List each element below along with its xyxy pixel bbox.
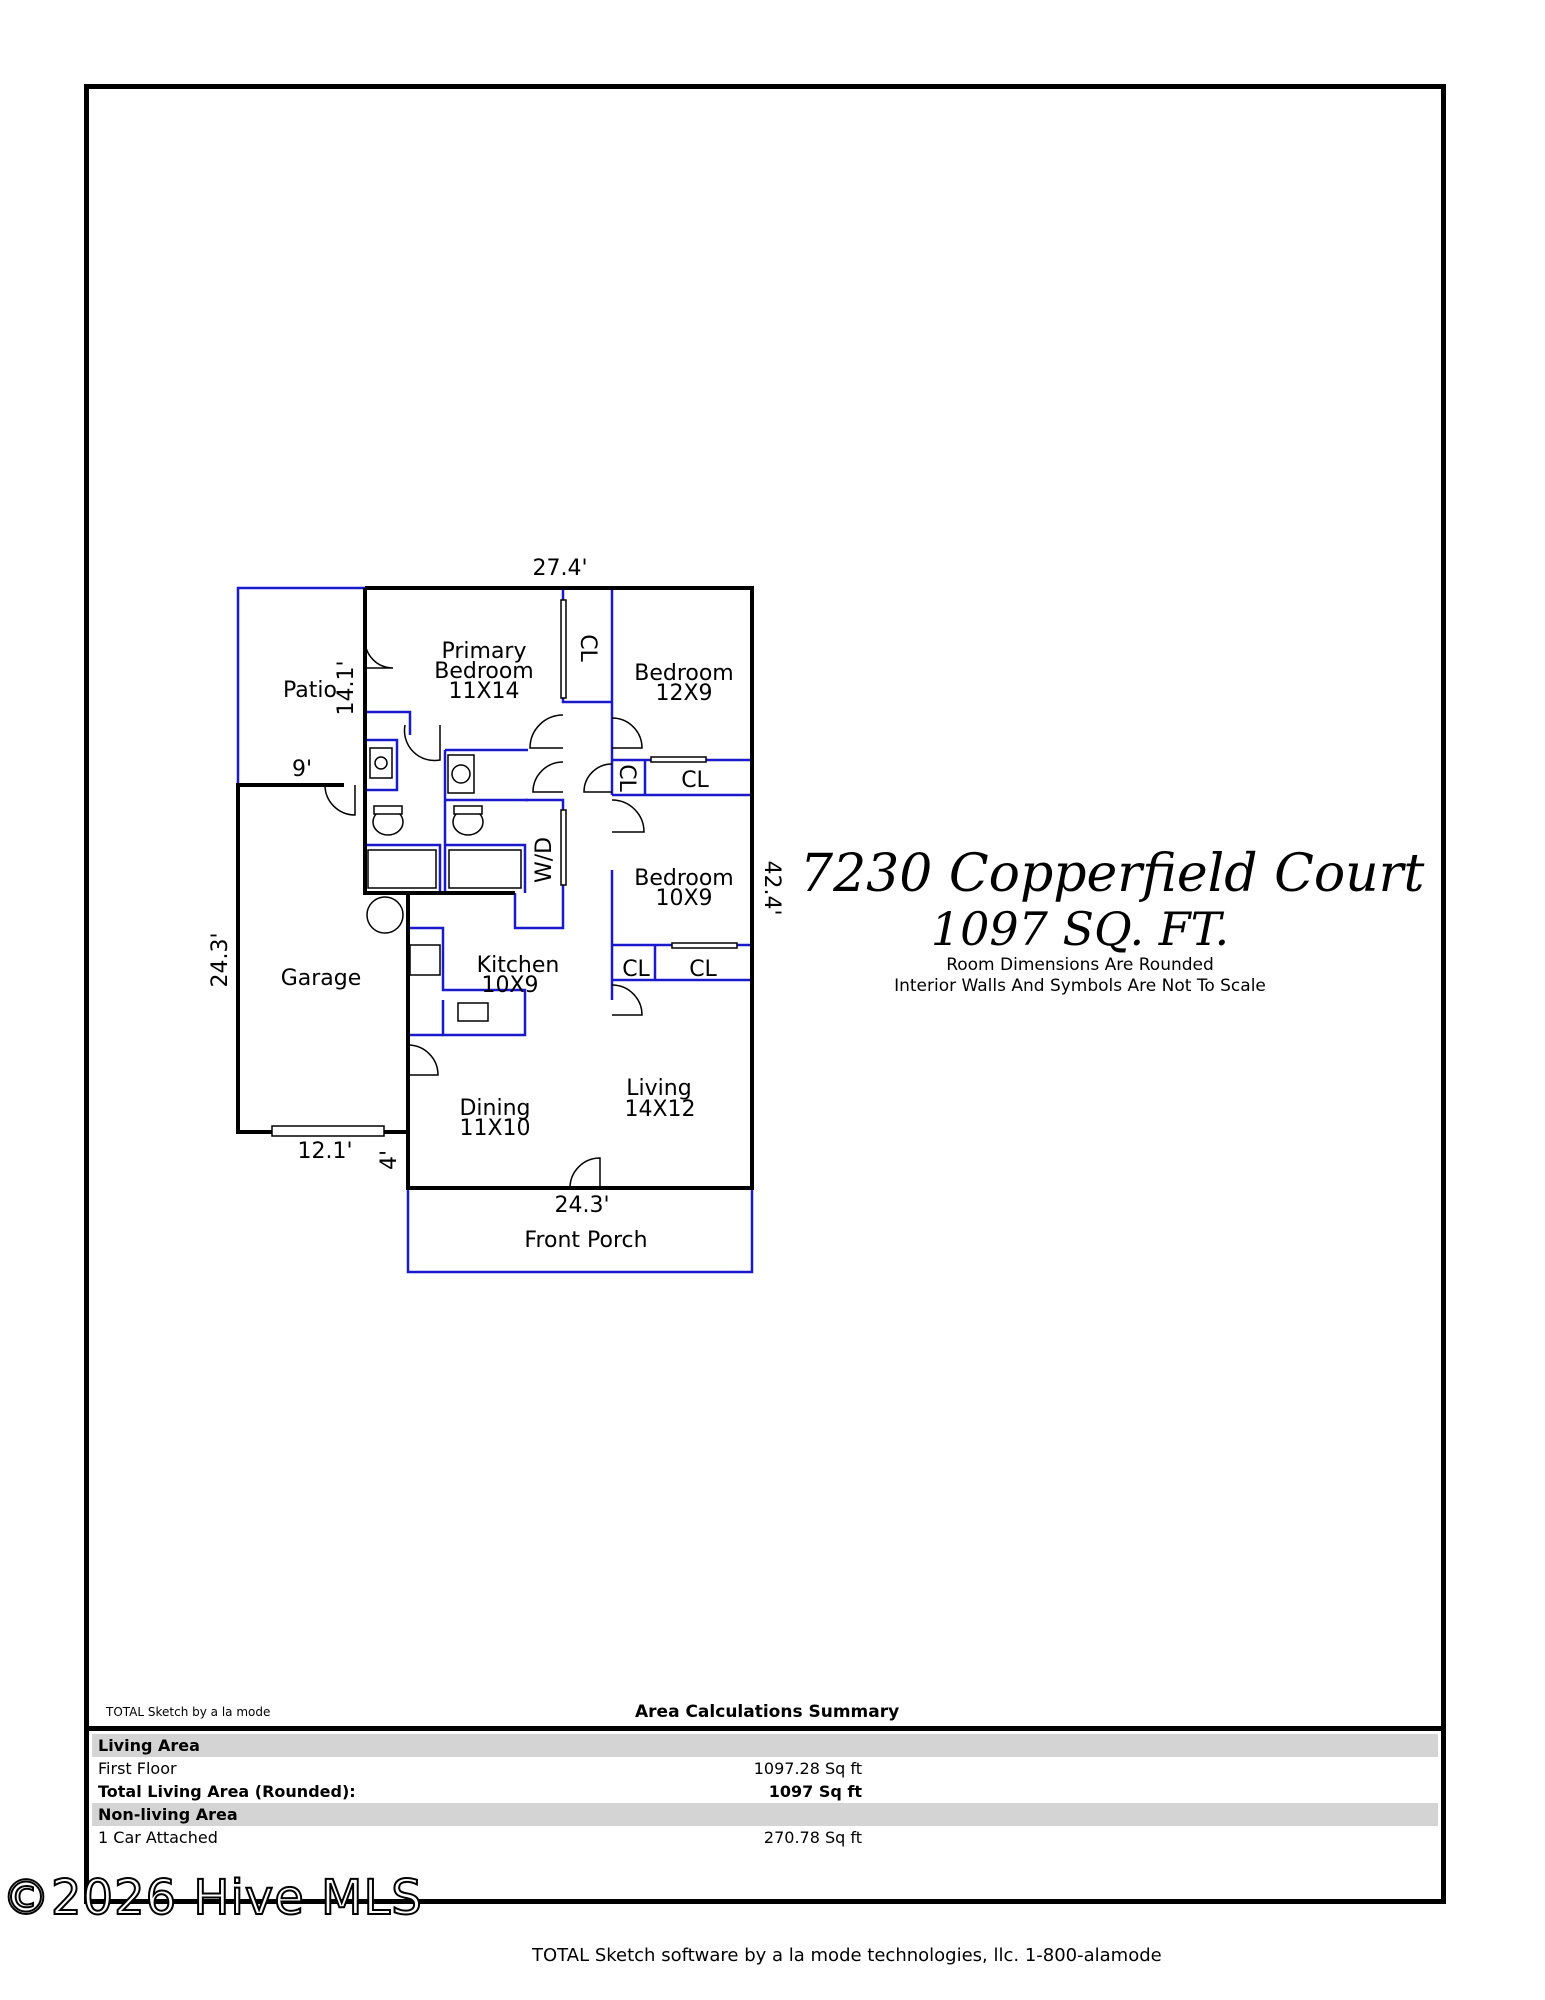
title-block: 7230 Copperfield Court 1097 SQ. FT. Room… <box>800 844 1425 997</box>
area-row-value: 1097.28 Sq ft <box>753 1759 862 1778</box>
area-row: 1 Car Attached 270.78 Sq ft <box>92 1826 1438 1849</box>
dim-porch-w: 24.3' <box>554 1193 609 1218</box>
sketch-credit: TOTAL Sketch by a la mode <box>106 1705 271 1719</box>
dim-patio-w: 9' <box>292 757 312 782</box>
address-title: 7230 Copperfield Court <box>800 844 1425 904</box>
primary-bedroom-label-2: Bedroom <box>434 659 534 684</box>
area-row-label: Living Area <box>98 1736 200 1755</box>
area-summary-table: Living Area First Floor 1097.28 Sq ft To… <box>92 1734 1438 1849</box>
area-row: Non-living Area <box>92 1803 1438 1826</box>
area-row: Total Living Area (Rounded): 1097 Sq ft <box>92 1780 1438 1803</box>
note-dimensions: Room Dimensions Are Rounded <box>946 955 1214 975</box>
area-row: First Floor 1097.28 Sq ft <box>92 1757 1438 1780</box>
wd-slider <box>560 809 567 886</box>
area-row-value: 270.78 Sq ft <box>763 1828 862 1847</box>
bedroom1-size: 12X9 <box>655 681 712 706</box>
primary-bedroom-label-1: Primary <box>441 639 526 664</box>
area-row: Living Area <box>92 1734 1438 1757</box>
primary-bedroom-size: 11X14 <box>448 679 519 704</box>
doors <box>324 639 645 1189</box>
area-summary-divider <box>84 1726 1446 1731</box>
wd-label: W/D <box>532 837 557 883</box>
bath2-tub <box>448 849 522 889</box>
bath2-toilet-tank <box>453 805 483 815</box>
dim-offset: 4' <box>377 1150 402 1170</box>
bath1-sink-bowl <box>374 756 388 770</box>
dim-right: 42.4' <box>759 860 784 915</box>
area-row-label: Non-living Area <box>98 1805 238 1824</box>
closet-label-bed2: CL <box>689 957 717 982</box>
kitchen-label: Kitchen <box>477 953 560 978</box>
patio-label: Patio <box>283 678 337 703</box>
garage-label: Garage <box>281 966 362 991</box>
bedroom1-label: Bedroom <box>634 661 734 686</box>
sqft-title: 1097 SQ. FT. <box>930 902 1230 956</box>
area-row-label: 1 Car Attached <box>98 1828 218 1847</box>
bedroom2-closet-slider <box>671 942 738 949</box>
dim-patio-h: 14.1' <box>334 660 359 715</box>
kitchen-sink <box>457 1002 489 1022</box>
area-row-value: 1097 Sq ft <box>768 1782 862 1801</box>
note-scale: Interior Walls And Symbols Are Not To Sc… <box>894 976 1266 996</box>
living-label: Living <box>626 1076 691 1101</box>
stove <box>409 944 441 976</box>
footer-credit: TOTAL Sketch software by a la mode techn… <box>532 1945 1162 1966</box>
bath1-tub <box>367 849 437 889</box>
page-frame <box>84 84 1446 1904</box>
bedroom2-label: Bedroom <box>634 866 734 891</box>
dim-top: 27.4' <box>532 556 587 581</box>
dining-label: Dining <box>459 1096 530 1121</box>
closet-label-bed1: CL <box>681 768 709 793</box>
dining-size: 11X10 <box>459 1116 530 1141</box>
front-porch-label: Front Porch <box>524 1228 647 1253</box>
closet-label-hall: CL <box>622 957 650 982</box>
bedroom2-size: 10X9 <box>655 886 712 911</box>
garage-door <box>271 1125 385 1137</box>
dim-garage-w: 12.1' <box>297 1139 352 1164</box>
closet-label-primary: CL <box>575 634 600 662</box>
kitchen-size: 10X9 <box>481 973 538 998</box>
bedroom1-closet-slider <box>650 756 707 763</box>
dim-garage-h: 24.3' <box>208 932 233 987</box>
living-size: 14X12 <box>624 1097 695 1122</box>
area-row-label: First Floor <box>98 1759 177 1778</box>
primary-closet-slider <box>560 599 567 699</box>
area-summary-title: Area Calculations Summary <box>635 1702 900 1722</box>
fixtures <box>271 599 738 1137</box>
bath2-sink-bowl <box>451 764 471 784</box>
closet-label-linen: CL <box>614 764 639 792</box>
bath1-toilet-tank <box>373 805 403 815</box>
watermark: ©2026 Hive MLS <box>1 1869 423 1927</box>
area-row-label: Total Living Area (Rounded): <box>98 1782 356 1801</box>
water-heater <box>366 896 404 934</box>
